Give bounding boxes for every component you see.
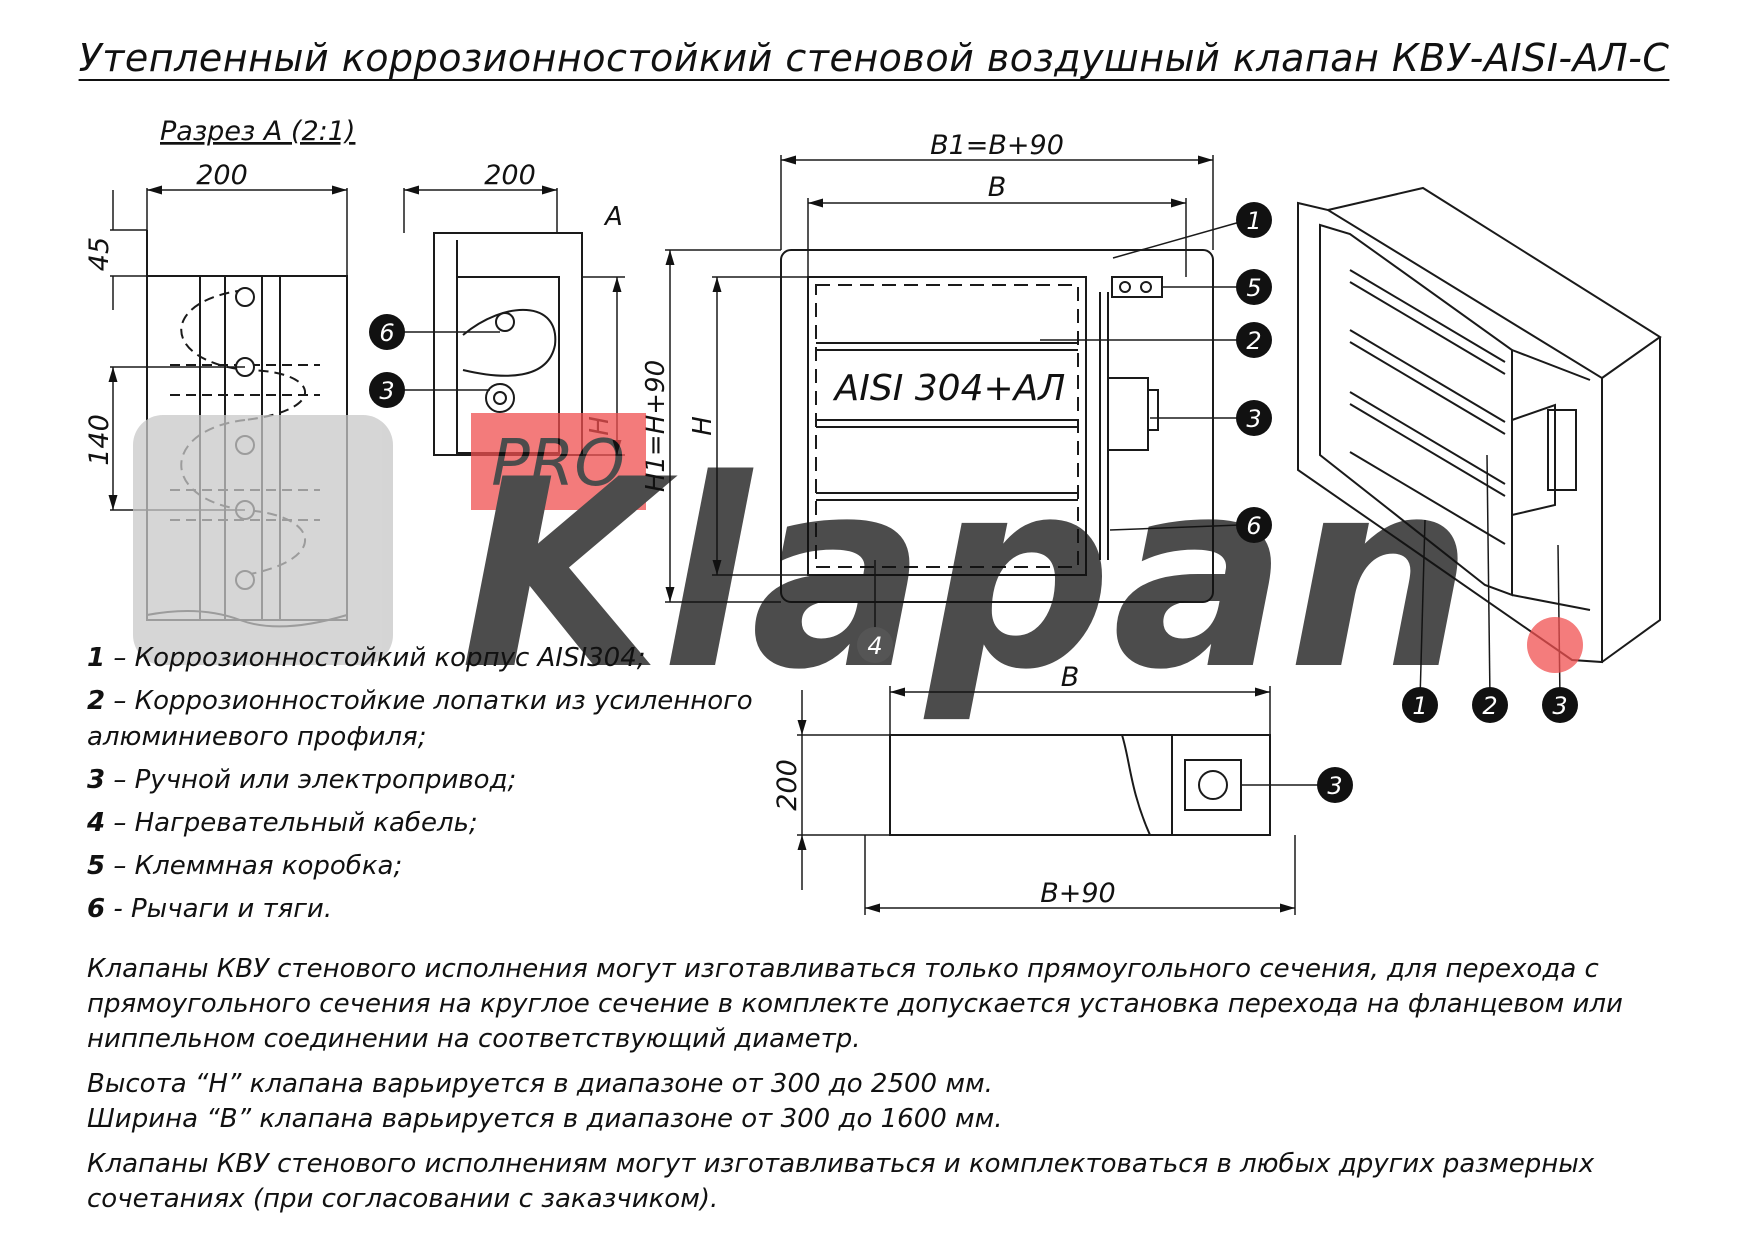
dim-width-200-left: 200 (196, 160, 248, 191)
watermark-pro: PRO (491, 427, 624, 501)
note-shape: Клапаны КВУ стенового исполнения могут и… (87, 954, 1623, 1054)
legend-item-1: 1 – Коррозионностойкий корпус AISI304; (87, 643, 646, 673)
callout-3-front: 3 (1246, 405, 1261, 433)
callout-3-plan: 3 (1327, 772, 1342, 800)
dim-b-plus-90: B+90 (1040, 878, 1116, 909)
legend-item-4: 4 – Нагревательный кабель; (87, 808, 478, 838)
front-view (665, 155, 1241, 640)
dim-140: 140 (84, 414, 115, 466)
callout-1-front: 1 (1246, 207, 1261, 235)
callout-2-iso: 2 (1482, 692, 1497, 720)
side-view (400, 185, 625, 456)
callout-4-front: 4 (867, 632, 882, 660)
watermark-pro-box (471, 413, 646, 510)
legend-item-2: 2 – Коррозионностойкие лопатки из усилен… (87, 686, 753, 752)
watermark-brand: Klapan (460, 425, 1473, 727)
plan-view (797, 686, 1320, 915)
dim-depth-200: 200 (772, 759, 803, 811)
callout-2-front: 2 (1246, 327, 1261, 355)
watermark-logo-mark (133, 415, 393, 665)
callout-3-side: 3 (379, 377, 394, 405)
dim-45: 45 (84, 237, 115, 271)
watermark-dot (1527, 617, 1583, 673)
section-label: Разрез А (2:1) (160, 116, 355, 147)
legend-item-5: 5 – Клеммная коробка; (87, 851, 403, 881)
material-label: AISI 304+АЛ (833, 368, 1066, 409)
dim-width-200-mid: 200 (484, 160, 536, 191)
dim-b-bottom: B (1061, 662, 1080, 693)
callout-1-iso: 1 (1412, 692, 1427, 720)
isometric-view (1297, 186, 1662, 701)
note-width-range: Ширина “B” клапана варьируется в диапазо… (87, 1104, 1003, 1134)
callout-6-front: 6 (1246, 512, 1261, 540)
callouts: 1 5 2 3 6 4 6 3 3 1 2 3 (369, 202, 1578, 803)
callout-3-iso: 3 (1552, 692, 1567, 720)
callout-6-side: 6 (379, 319, 394, 347)
legend-item-6: 6 - Рычаги и тяги. (87, 894, 333, 924)
note-height-range: Высота “H” клапана варьируется в диапазо… (87, 1069, 993, 1099)
dim-b: B (988, 172, 1007, 203)
notes: Клапаны КВУ стенового исполнения могут и… (87, 952, 1667, 1227)
page-title: Утепленный коррозионностойкий стеновой в… (78, 36, 1670, 80)
section-marker-a: А (603, 202, 623, 232)
callout-5-front: 5 (1246, 274, 1261, 302)
dim-h: H (688, 416, 718, 436)
note-custom-sizes: Клапаны КВУ стенового исполнениям могут … (87, 1149, 1595, 1214)
dim-b1: B1=B+90 (930, 130, 1064, 161)
legend: 1 – Коррозионностойкий корпус AISI304; 2… (87, 640, 787, 934)
watermark: PRO Klapan (133, 413, 1583, 727)
legend-item-3: 3 – Ручной или электропривод; (87, 765, 517, 795)
